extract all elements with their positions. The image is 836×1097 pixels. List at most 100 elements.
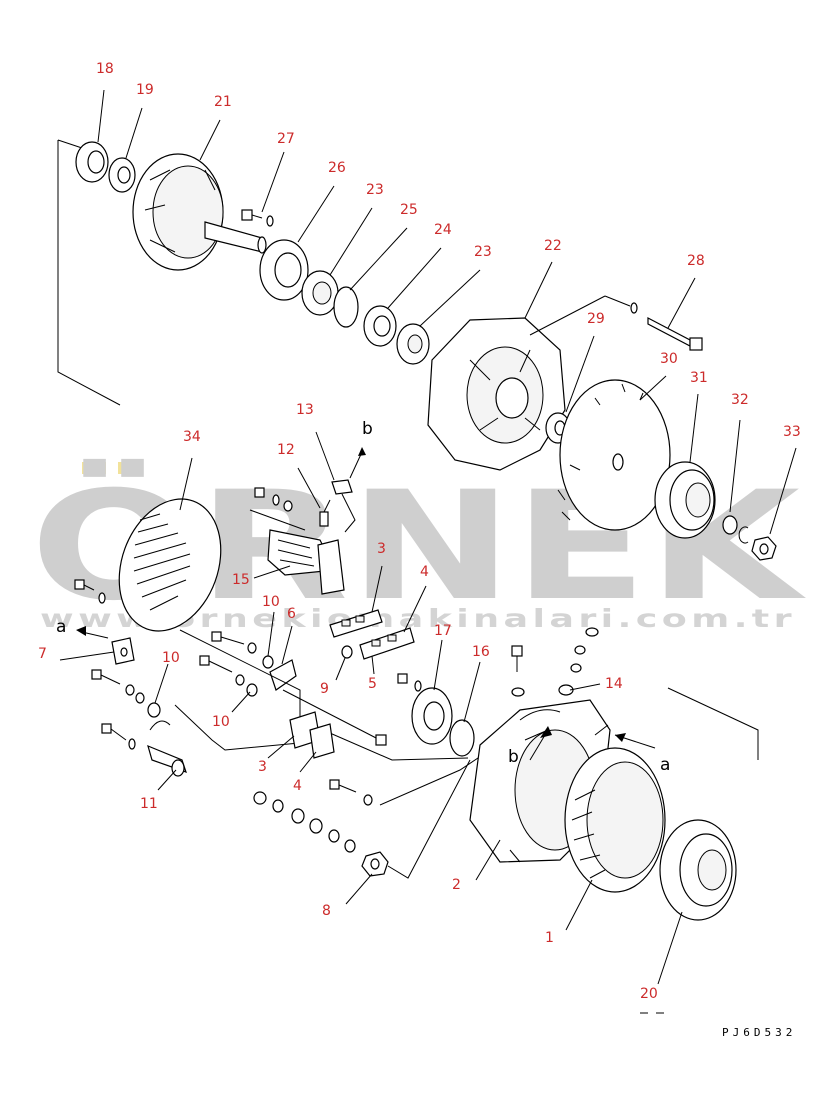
- callout-5: 5: [368, 676, 377, 692]
- o-ring-part-25: [333, 286, 359, 328]
- nuts-washers-row: [253, 791, 356, 853]
- leader-line: [604, 295, 631, 307]
- view-ref-a-arrow-head: [615, 733, 626, 742]
- view-ref-b-lower: b: [508, 747, 519, 767]
- callout-14: 14: [605, 676, 623, 692]
- callout-10-upper: 10: [262, 594, 280, 610]
- terminal-bracket-part-6: [269, 659, 387, 746]
- terminal-part-12: [319, 499, 331, 527]
- pulley-part-31: [654, 461, 716, 539]
- watermark-accent-dot: [82, 462, 106, 474]
- rotor-fan-part-21: [132, 153, 267, 271]
- nut-part-18: [75, 141, 109, 183]
- callout-22: 22: [544, 238, 562, 254]
- capacitor-part-11: [101, 720, 187, 777]
- callout-numbers: 18 19 21 27 26 23 25 24 23 22 28 29 30 3…: [38, 61, 801, 1002]
- callout-6: 6: [287, 606, 296, 622]
- spacer-part-24: [363, 305, 397, 347]
- callout-12: 12: [277, 442, 295, 458]
- stator-part-1: [564, 747, 666, 893]
- regulator-part-15: [267, 529, 345, 595]
- callout-23-bottom: 23: [474, 244, 492, 260]
- view-ref-a-left: a: [56, 617, 66, 637]
- callout-15: 15: [232, 572, 250, 588]
- drawing-code: PJ6D532: [722, 1026, 796, 1039]
- clip-part-7: [111, 637, 135, 665]
- callout-23-top: 23: [366, 182, 384, 198]
- front-frame-part-22: [427, 317, 566, 471]
- bearing-cover-part-26: [259, 239, 309, 301]
- housing-group-bracket: [667, 687, 759, 760]
- callout-2: 2: [452, 877, 461, 893]
- callout-3-lower: 3: [258, 759, 267, 775]
- callout-29: 29: [587, 311, 605, 327]
- bolts-terminal-left: [91, 631, 274, 718]
- callout-17: 17: [434, 623, 452, 639]
- housing-assembly-group: b: [56, 419, 759, 921]
- callout-4-upper: 4: [420, 564, 429, 580]
- callout-32: 32: [731, 392, 749, 408]
- view-ref-b-upper: b: [362, 419, 373, 439]
- callout-19: 19: [136, 82, 154, 98]
- bolt-part-28: [630, 302, 703, 351]
- terminal-part-13: [331, 447, 366, 533]
- callout-3-upper: 3: [377, 541, 386, 557]
- callout-24: 24: [434, 222, 452, 238]
- bolts-regulator: [249, 487, 306, 531]
- rectifier-plate-part-3-upper: [329, 609, 383, 638]
- o-ring-part-16: [449, 719, 475, 757]
- view-ref-a-arrow-line: [81, 631, 109, 639]
- callout-1: 1: [545, 930, 554, 946]
- callout-21: 21: [214, 94, 232, 110]
- view-ref-a-right: a: [660, 755, 670, 775]
- nut-part-33: [751, 536, 777, 561]
- callout-18: 18: [96, 61, 114, 77]
- view-ref-b-arrow-head: [540, 726, 552, 738]
- washer-part-32: [722, 515, 749, 544]
- fan-part-30: [557, 379, 671, 531]
- bolt-mid: [329, 779, 373, 806]
- bolt-rear-cover: [74, 579, 106, 604]
- rectifier-plate-part-4-lower: [309, 723, 335, 759]
- bearing-part-23-lower: [396, 323, 430, 365]
- plate-part-17: [411, 687, 453, 745]
- bolt-part-5: [397, 673, 422, 692]
- callout-9: 9: [320, 681, 329, 697]
- callout-10-lower: 10: [212, 714, 230, 730]
- pulley-part-20: [659, 819, 737, 921]
- callout-34: 34: [183, 429, 201, 445]
- rectifier-plate-part-4-upper: [359, 627, 415, 660]
- bearing-part-23-upper: [301, 270, 339, 316]
- washer-part-19: [108, 157, 136, 193]
- leader-line: [529, 295, 606, 336]
- callout-4-lower: 4: [293, 778, 302, 794]
- leader-line: [57, 139, 83, 149]
- callout-20: 20: [640, 986, 658, 1002]
- callout-leaders: [59, 89, 797, 985]
- view-ref-a-arrow-head: [76, 626, 86, 636]
- nut-part-8: [361, 851, 389, 877]
- leader-line: [387, 759, 471, 879]
- callout-11: 11: [140, 796, 158, 812]
- callout-30: 30: [660, 351, 678, 367]
- callout-13: 13: [296, 402, 314, 418]
- watermark-accent-dot: [118, 462, 142, 474]
- diode-part-9: [341, 645, 353, 659]
- rear-cover-part-34: [118, 498, 222, 632]
- callout-27: 27: [277, 131, 295, 147]
- callout-16: 16: [472, 644, 490, 660]
- callout-25: 25: [400, 202, 418, 218]
- connection-line: [174, 704, 311, 751]
- rotor-group-bracket: [57, 140, 121, 406]
- callout-28: 28: [687, 253, 705, 269]
- callout-31: 31: [690, 370, 708, 386]
- callout-8: 8: [322, 903, 331, 919]
- callout-10-left: 10: [162, 650, 180, 666]
- callout-7: 7: [38, 646, 47, 662]
- rotor-assembly-group: [57, 139, 777, 561]
- bolts-part-14: [511, 627, 599, 697]
- callout-33: 33: [783, 424, 801, 440]
- bolt-part-27: [241, 209, 274, 227]
- callout-26: 26: [328, 160, 346, 176]
